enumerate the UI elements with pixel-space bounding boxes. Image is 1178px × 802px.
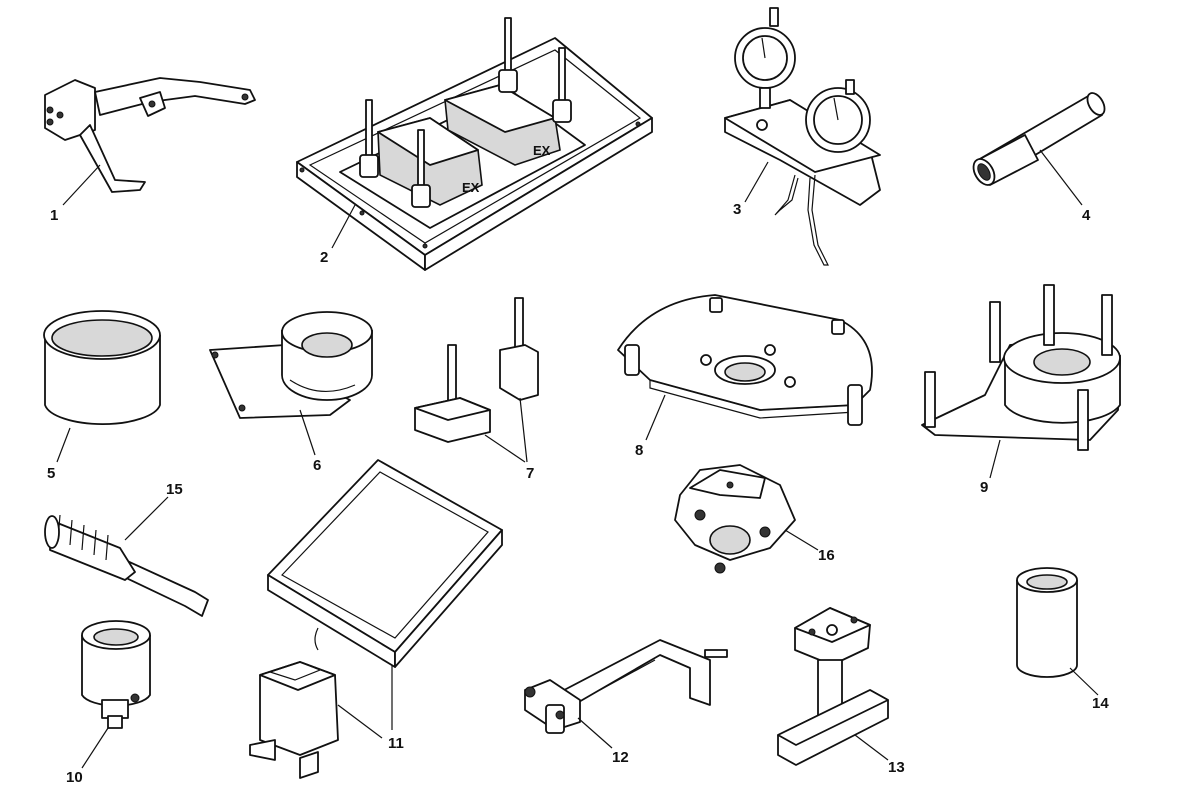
callout-15: 15 <box>166 481 183 498</box>
leader-4 <box>1039 149 1083 206</box>
tool-16-drawing <box>674 464 796 574</box>
leader-7b <box>519 397 528 463</box>
tool-4-drawing <box>972 92 1106 186</box>
tool-3-drawing <box>724 7 881 266</box>
leader-6 <box>299 409 316 456</box>
tool-1-drawing <box>44 77 256 193</box>
callout-7: 7 <box>526 465 534 482</box>
callout-13: 13 <box>888 759 905 776</box>
callout-14: 14 <box>1092 695 1109 712</box>
tool-13-drawing <box>777 607 889 766</box>
leader-14 <box>1069 667 1099 696</box>
leader-lines <box>56 149 1099 769</box>
plate-left-marking: EX <box>462 180 480 195</box>
callout-16: 16 <box>818 547 835 564</box>
tool-10-drawing <box>81 620 151 729</box>
tool-11-drawing <box>249 459 503 779</box>
leader-11a <box>337 704 383 739</box>
leader-8 <box>645 394 666 441</box>
callout-2: 2 <box>320 249 328 266</box>
callout-4: 4 <box>1082 207 1091 224</box>
callout-1: 1 <box>50 207 58 224</box>
leader-7a <box>484 434 526 463</box>
leader-13 <box>854 734 889 761</box>
tool-12-drawing <box>524 639 728 734</box>
callout-5: 5 <box>47 465 55 482</box>
leader-10 <box>81 727 109 769</box>
leader-9 <box>989 439 1001 479</box>
leader-16 <box>784 529 819 551</box>
callout-8: 8 <box>635 442 643 459</box>
leader-12 <box>577 717 613 749</box>
callout-10: 10 <box>66 769 83 786</box>
callout-6: 6 <box>313 457 321 474</box>
leader-2 <box>331 204 356 249</box>
callout-9: 9 <box>980 479 988 496</box>
tool-2-drawing: EX EX <box>296 17 653 271</box>
callout-3: 3 <box>733 201 741 218</box>
tool-5-drawing <box>43 310 161 425</box>
callout-11: 11 <box>388 735 404 752</box>
leader-3 <box>744 161 769 203</box>
tool-7-drawing <box>414 297 539 443</box>
leader-5 <box>56 427 71 463</box>
tool-15-drawing <box>44 514 209 617</box>
callout-labels: 1 2 3 4 5 6 7 8 9 10 11 12 13 14 15 16 <box>47 201 1109 786</box>
tool-8-drawing <box>617 294 873 426</box>
plate-right-marking: EX <box>533 143 551 158</box>
tool-9-drawing <box>921 284 1121 451</box>
tool-6-drawing <box>209 311 373 419</box>
leader-15 <box>124 496 169 541</box>
tool-14-drawing <box>1016 567 1078 678</box>
leader-1 <box>62 164 101 206</box>
callout-12: 12 <box>612 749 629 766</box>
